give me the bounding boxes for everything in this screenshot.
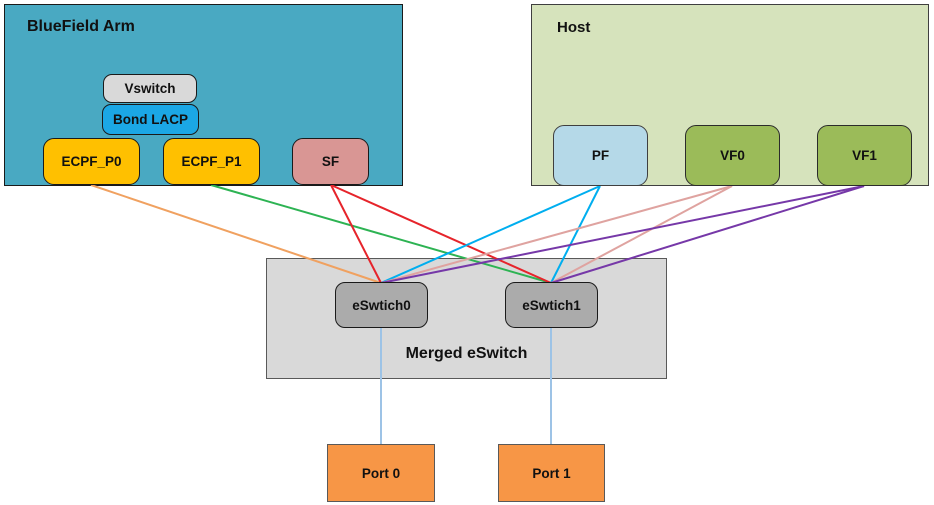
node-port0: Port 0 <box>327 444 435 502</box>
node-ecpf-p1: ECPF_P1 <box>163 138 260 185</box>
node-vf1: VF1 <box>817 125 912 186</box>
merged-eswitch-container: Merged eSwitch <box>266 258 667 379</box>
node-eswitch0: eSwtich0 <box>335 282 428 328</box>
node-port1: Port 1 <box>498 444 605 502</box>
merged-eswitch-title: Merged eSwitch <box>405 345 528 362</box>
node-eswitch1: eSwtich1 <box>505 282 598 328</box>
host-title: Host <box>557 19 591 36</box>
bluefield-arm-title: BlueField Arm <box>27 18 135 35</box>
node-vswitch: Vswitch <box>103 74 197 103</box>
node-bond-lacp: Bond LACP <box>102 104 199 135</box>
node-ecpf-p0: ECPF_P0 <box>43 138 140 185</box>
node-sf: SF <box>292 138 369 185</box>
node-vf0: VF0 <box>685 125 780 186</box>
node-pf: PF <box>553 125 648 186</box>
